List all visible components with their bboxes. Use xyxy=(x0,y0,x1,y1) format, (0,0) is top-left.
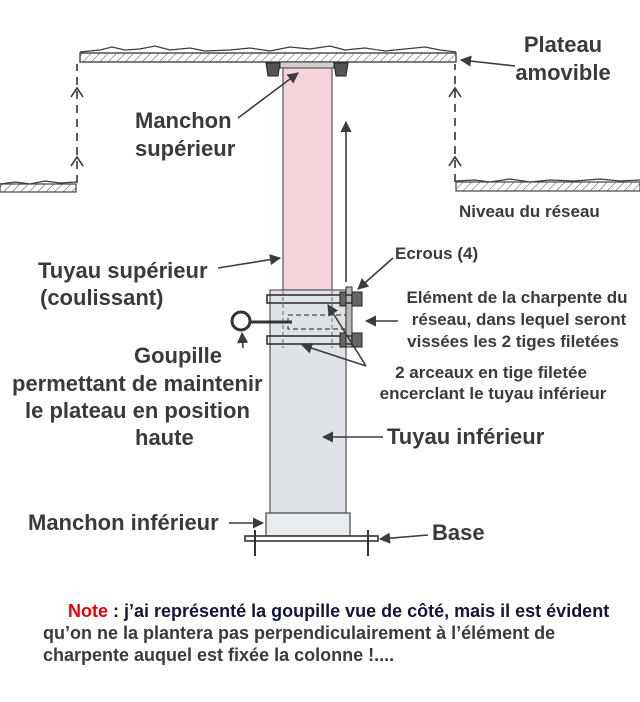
label-arceaux-line1: 2 arceaux en tige filetée xyxy=(395,363,587,382)
label-niveau-reseau: Niveau du réseau xyxy=(459,202,600,221)
ground-level-left xyxy=(0,180,77,193)
label-plateau-line2: amovible xyxy=(515,60,610,85)
note-line3: charpente auquel est fixée la colonne !.… xyxy=(43,645,394,665)
label-ecrous: Ecrous (4) xyxy=(395,244,478,263)
upper-sleeve xyxy=(265,61,349,77)
nut-icon xyxy=(339,332,347,348)
lower-pipe xyxy=(269,289,347,515)
ground-level-right xyxy=(455,178,640,192)
ground-left-band xyxy=(0,183,77,193)
label-goupille-line3: le plateau en position xyxy=(25,398,250,423)
arrow-arceau-bottom xyxy=(300,342,367,367)
removable-platform xyxy=(79,45,457,63)
label-tuyau-inferieur: Tuyau inférieur xyxy=(387,424,545,449)
arrow-plateau xyxy=(459,55,516,67)
arrow-arceau-top xyxy=(327,304,367,367)
arrow-manchon-superieur xyxy=(237,72,299,119)
platform-plank xyxy=(79,52,457,63)
label-goupille-line4: haute xyxy=(135,425,194,450)
lift-indicator-left xyxy=(70,64,84,183)
label-base: Base xyxy=(432,520,485,545)
arrow-goupille xyxy=(237,331,249,349)
locking-pin xyxy=(230,310,292,332)
arrow-base xyxy=(378,532,429,544)
note-line2: qu’on ne la plantera pas perpendiculaire… xyxy=(43,623,555,643)
ground-right-scribble xyxy=(455,178,640,183)
nut-icon xyxy=(351,291,363,307)
platform-surface-scribble xyxy=(79,45,457,53)
label-element-charpente-line1: Elément de la charpente du xyxy=(406,288,627,307)
nut-icon xyxy=(339,291,347,307)
nut-icon xyxy=(351,332,363,348)
frame-element xyxy=(345,286,353,348)
bolt-icon xyxy=(333,62,349,77)
label-manchon-superieur-line1: Manchon xyxy=(135,108,232,133)
note-line1: Note : j’ai représenté la goupille vue d… xyxy=(43,601,624,621)
up-chevron-icon xyxy=(448,86,462,98)
arrow-tuyau-superieur xyxy=(217,254,282,269)
label-element-charpente-line2: réseau, dans lequel seront xyxy=(412,310,627,329)
label-tuyau-superieur-line1: Tuyau supérieur xyxy=(38,258,208,283)
note-label: Note xyxy=(68,601,108,621)
ground-right-band xyxy=(455,181,640,192)
label-tuyau-superieur-line2: (coulissant) xyxy=(40,285,163,310)
lower-sleeve xyxy=(265,512,351,537)
up-chevron-icon xyxy=(448,155,462,167)
label-element-charpente-line3: vissées les 2 tiges filetées xyxy=(407,332,619,351)
lift-indicator-right xyxy=(448,64,462,182)
label-manchon-inferieur: Manchon inférieur xyxy=(28,510,219,535)
label-manchon-superieur-line2: supérieur xyxy=(135,136,236,161)
arrow-ecrous xyxy=(357,257,394,290)
base-plate xyxy=(244,535,379,542)
pin-ring-icon xyxy=(230,310,252,332)
ground-left-scribble xyxy=(0,180,77,185)
label-goupille-line2: permettant de maintenir xyxy=(12,371,263,396)
up-chevron-icon xyxy=(70,155,84,167)
upper-pipe xyxy=(282,67,333,291)
up-chevron-icon xyxy=(70,86,84,98)
label-goupille-line1: Goupille xyxy=(134,343,222,368)
upper-sleeve-plate xyxy=(279,61,335,69)
note-text: : j’ai représenté la goupille vue de côt… xyxy=(108,601,609,621)
bolt-icon xyxy=(265,62,281,77)
label-arceaux-line2: encerclant le tuyau inférieur xyxy=(380,384,607,403)
label-plateau-line1: Plateau xyxy=(524,32,602,57)
